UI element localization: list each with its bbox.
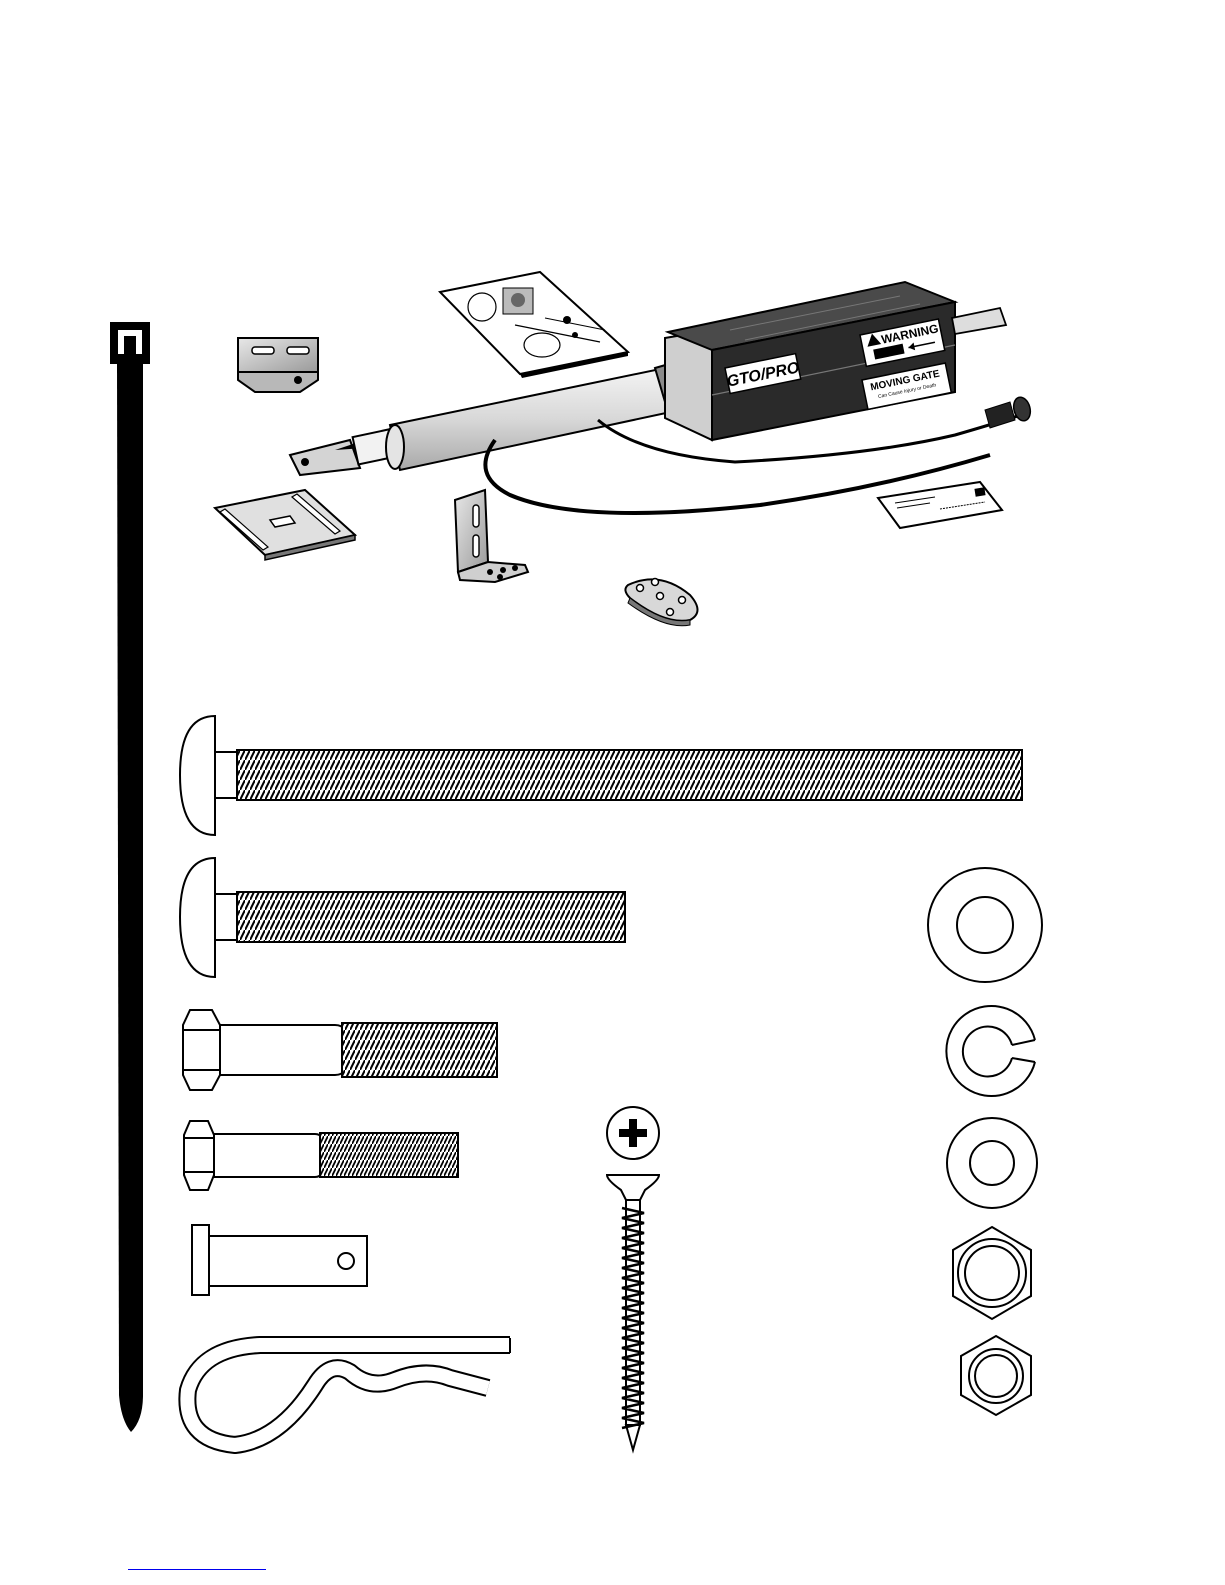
hex-bolt-icon bbox=[183, 1010, 497, 1090]
actuator-icon: GTO/PRO WARNING MOVING GATE Can Cause In… bbox=[290, 282, 1033, 513]
connector-icon bbox=[985, 395, 1033, 428]
gate-bracket-icon bbox=[625, 579, 697, 626]
cable-tie-icon bbox=[110, 322, 150, 1432]
flat-washer-icon bbox=[947, 1118, 1037, 1208]
hex-nut-icon bbox=[961, 1336, 1031, 1415]
lock-washer-icon bbox=[946, 1006, 1035, 1096]
clevis-pin-icon bbox=[192, 1225, 367, 1295]
footer-link-underline[interactable] bbox=[128, 1569, 266, 1571]
bracket-icon bbox=[238, 338, 318, 392]
carriage-bolt-icon bbox=[180, 858, 625, 977]
flat-washer-icon bbox=[928, 868, 1042, 982]
post-bracket-icon bbox=[455, 490, 528, 582]
hex-bolt-icon bbox=[184, 1121, 458, 1190]
hitch-pin-clip-icon bbox=[187, 1338, 510, 1445]
carriage-bolt-icon bbox=[180, 716, 1022, 835]
mounting-plate-icon bbox=[215, 490, 355, 560]
manual-card-icon bbox=[440, 272, 628, 378]
wood-screw-icon bbox=[607, 1107, 659, 1450]
hex-nut-icon bbox=[953, 1227, 1031, 1319]
warranty-card-icon bbox=[878, 482, 1002, 528]
